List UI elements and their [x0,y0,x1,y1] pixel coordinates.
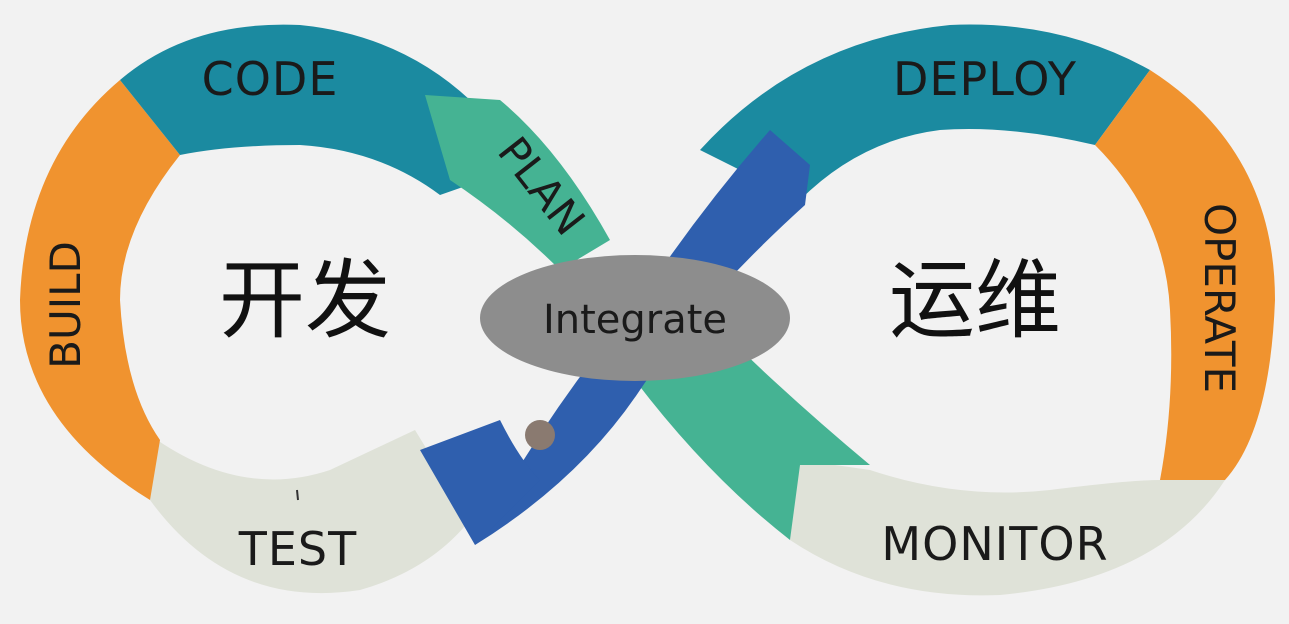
integrate-label: Integrate [543,297,727,343]
monitor-label: MONITOR [881,517,1108,571]
operate-segment [1095,70,1275,480]
build-segment [20,80,180,500]
blue-lower-stub [420,420,540,545]
build-label: BUILD [41,241,90,369]
test-label: TEST [238,522,357,576]
test-segment [150,430,470,594]
deploy-label: DEPLOY [893,52,1077,106]
marker-dot [525,420,555,450]
code-segment [120,24,540,195]
integrate-ellipse [480,255,790,381]
deploy-segment [700,24,1150,200]
plan-segment [425,95,610,270]
ops-zone-label: 运维 [889,251,1061,351]
operate-label: OPERATE [1195,203,1244,393]
test-tick-mark [296,489,299,501]
dev-zone-label: 开发 [219,251,391,351]
monitor-segment [790,460,1225,596]
code-label: CODE [202,52,339,106]
